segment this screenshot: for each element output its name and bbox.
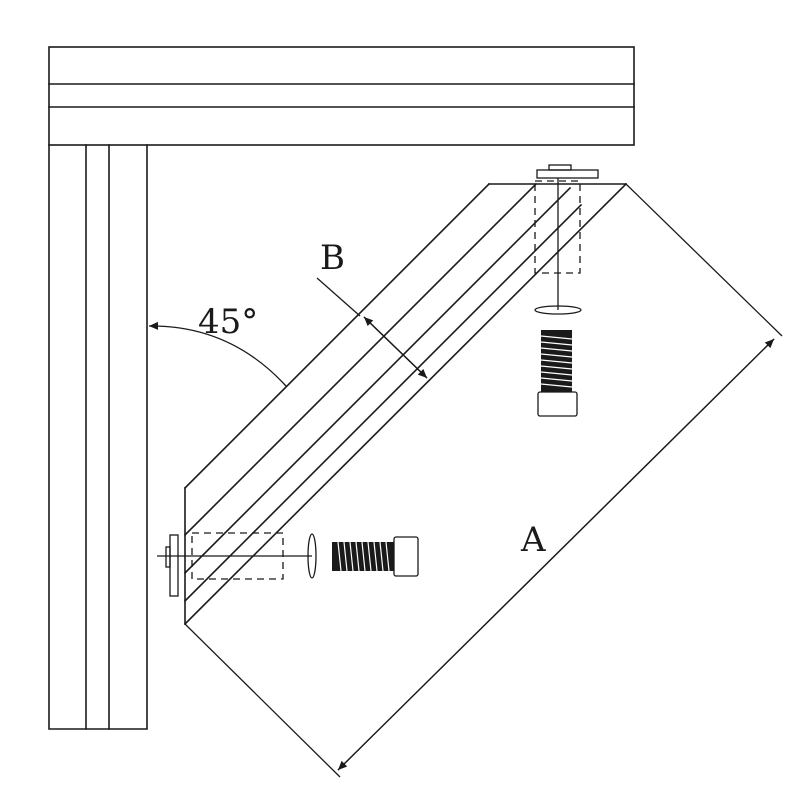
diagonal-brace <box>183 182 628 626</box>
dimension-a: A <box>184 183 783 778</box>
top-washer <box>534 305 582 315</box>
top-t-nut <box>536 169 599 179</box>
left-bolt-icon <box>332 536 419 577</box>
dimension-a-label: A <box>520 520 546 560</box>
top-fastener <box>534 164 599 417</box>
top-bolt-icon <box>537 330 578 417</box>
dimension-b: B <box>316 238 428 379</box>
angle-annotation: 45° <box>148 302 287 387</box>
vertical-profile <box>48 144 148 730</box>
left-washer <box>307 533 317 579</box>
left-fastener <box>157 532 419 597</box>
horizontal-profile <box>48 46 635 146</box>
left-t-nut <box>169 534 179 597</box>
dimension-b-label: B <box>320 238 345 278</box>
angle-label: 45° <box>198 302 258 342</box>
